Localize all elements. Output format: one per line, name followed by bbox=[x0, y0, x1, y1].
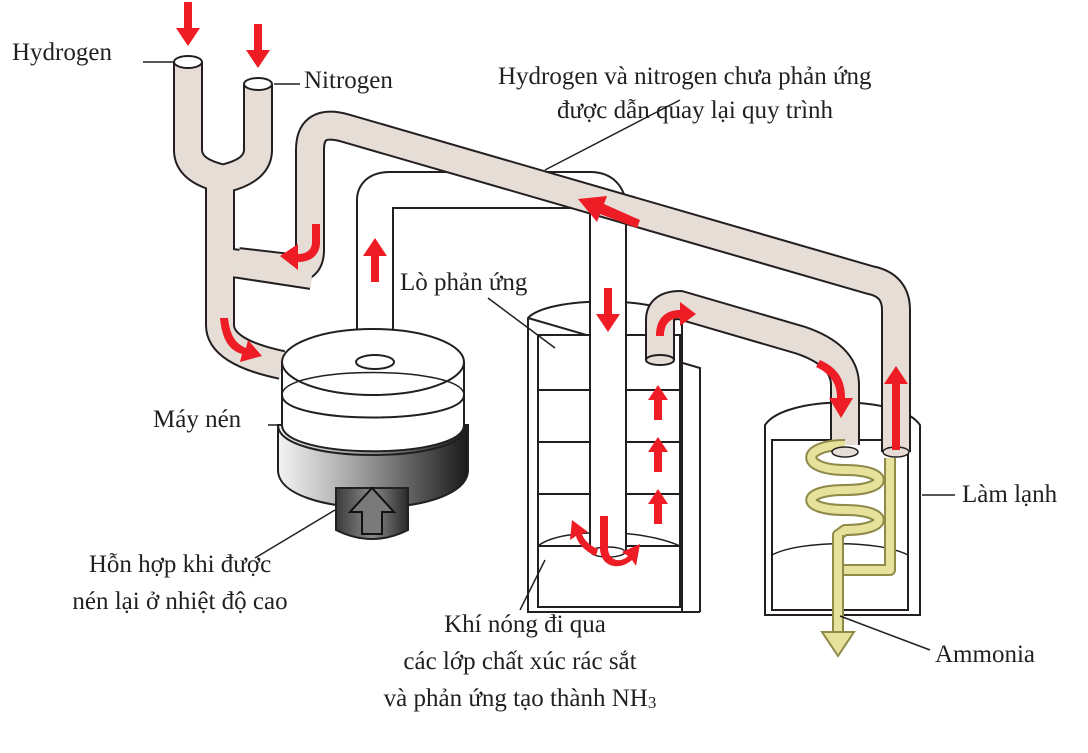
cooler-up-arrow-icon bbox=[884, 366, 908, 450]
bottom-flow-arrow-icon bbox=[600, 516, 640, 567]
manifold-turn-arrow-icon bbox=[280, 224, 320, 270]
bed-up-arrow-3-icon bbox=[648, 489, 668, 524]
recycle-label-line1: Hydrogen và nitrogen chưa phản ứng bbox=[498, 63, 872, 90]
ammonia-label: Ammonia bbox=[935, 641, 1035, 668]
bottom-curl-arrow-icon bbox=[570, 520, 598, 556]
compressor-label: Máy nén bbox=[153, 406, 242, 433]
up-arrow-icon bbox=[347, 486, 397, 535]
recycle-left-arrow-icon bbox=[578, 196, 640, 228]
cooling-coil bbox=[805, 439, 910, 658]
cooler-down-arrow-icon bbox=[816, 360, 853, 418]
compressor bbox=[277, 328, 469, 540]
bed-up-arrow-2-icon bbox=[648, 437, 668, 472]
catalyst-label-line3-text: và phản ứng tạo thành NH bbox=[383, 685, 648, 712]
cooling-label: Làm lạnh bbox=[962, 481, 1058, 508]
hydrogen-in-arrow-icon bbox=[176, 2, 200, 46]
nitrogen-in-arrow-icon bbox=[246, 24, 270, 68]
riser-up-arrow-icon bbox=[363, 238, 387, 282]
flow-arrows bbox=[176, 2, 908, 567]
bed-up-arrow-1-icon bbox=[648, 385, 668, 420]
recycle-label-line2: được dẫn quay lại quy trình bbox=[557, 97, 834, 124]
catalyst-label-line1: Khí nóng đi qua bbox=[444, 611, 606, 638]
nitrogen-label: Nitrogen bbox=[304, 67, 393, 94]
mixture-label-line1: Hỗn hợp khi được bbox=[88, 551, 272, 578]
catalyst-label-line2: các lớp chất xúc rác sắt bbox=[403, 648, 637, 675]
feed-and-recycle-pipes bbox=[173, 55, 911, 452]
compressor-in-arrow-icon bbox=[220, 318, 262, 362]
hydrogen-label: Hydrogen bbox=[12, 39, 112, 66]
reactor-label: Lò phản ứng bbox=[400, 269, 528, 296]
catalyst-label-line3: và phản ứng tạo thành NH3 bbox=[350, 684, 690, 718]
reactor-outlet-arrow-icon bbox=[656, 302, 696, 336]
downcomer-arrow-icon bbox=[596, 288, 620, 332]
leader-lines bbox=[143, 61, 955, 651]
mixture-label-line2: nén lại ở nhiệt độ cao bbox=[72, 588, 288, 615]
nh3-subscript: 3 bbox=[647, 693, 657, 712]
ammonia-outlet-arrow-icon bbox=[820, 631, 856, 658]
